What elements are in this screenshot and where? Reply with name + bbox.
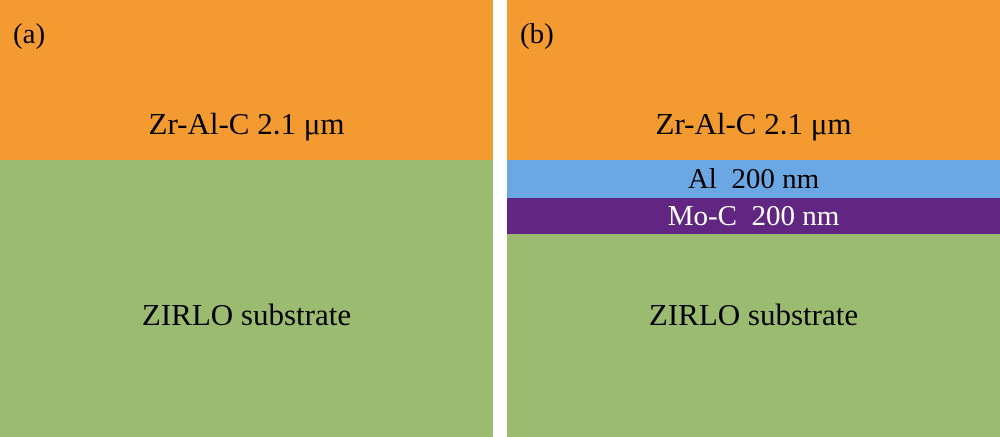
zirlo-substrate-layer: ZIRLO substrate (0, 160, 493, 437)
zr-al-c-layer-label: Zr-Al-C 2.1 μm (655, 106, 852, 141)
zr-al-c-layer: Zr-Al-C 2.1 μm (507, 0, 1000, 160)
zirlo-substrate-label: ZIRLO substrate (141, 296, 352, 332)
al-layer: Al 200 nm (507, 160, 1000, 198)
panel-a: Zr-Al-C 2.1 μm ZIRLO substrate (a) (0, 0, 493, 437)
panel-b-label: (b) (520, 18, 554, 50)
mo-c-layer: Mo-C 200 nm (507, 198, 1000, 234)
panel-a-label: (a) (13, 18, 46, 50)
zr-al-c-layer-label: Zr-Al-C 2.1 μm (148, 106, 345, 141)
panel-b: Zr-Al-C 2.1 μm Al 200 nm Mo-C 200 nm ZIR… (507, 0, 1000, 437)
zirlo-substrate-layer: ZIRLO substrate (507, 234, 1000, 437)
al-layer-label: Al 200 nm (687, 162, 820, 195)
zirlo-substrate-label: ZIRLO substrate (648, 296, 859, 332)
zr-al-c-layer: Zr-Al-C 2.1 μm (0, 0, 493, 160)
mo-c-layer-label: Mo-C 200 nm (667, 199, 840, 232)
